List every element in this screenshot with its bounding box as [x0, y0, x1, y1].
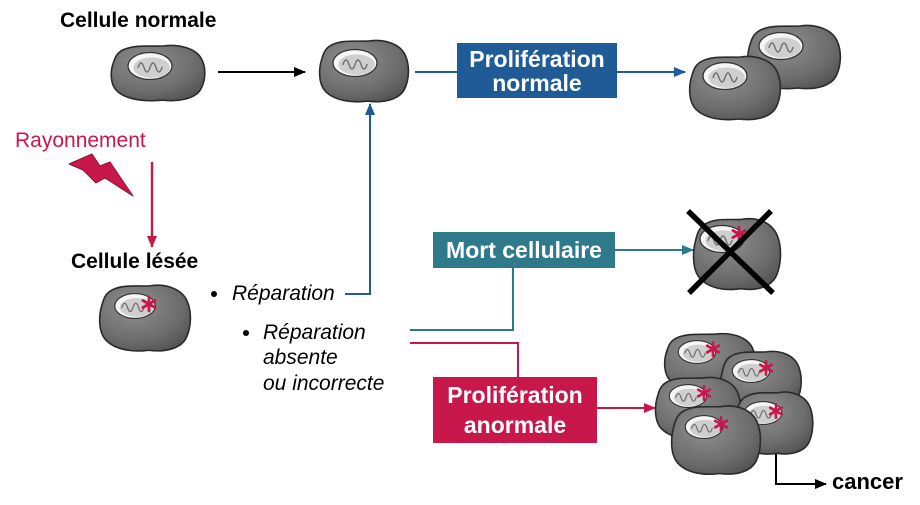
outcome-no-repair-line-3: ou incorrecte	[263, 371, 385, 395]
cross-stroke	[687, 209, 773, 295]
cell-nucleus	[731, 358, 771, 384]
line-to-cell-death	[410, 268, 514, 331]
label-radiation: Rayonnement	[15, 129, 146, 152]
abnormal-cell-cluster	[654, 332, 814, 476]
outcome-no-repair: Réparation absente ou incorrecte	[263, 320, 384, 397]
box-abnormal-proliferation: Prolifération anormale	[433, 377, 597, 443]
label-normal-cell: Cellule normale	[60, 9, 217, 32]
dead-cell	[686, 209, 782, 295]
box-normal-proliferation-line-1: Prolifération	[469, 45, 605, 72]
lightning-icon	[68, 153, 134, 197]
normal-cell	[110, 44, 206, 102]
normal-cell-2	[318, 39, 410, 103]
box-normal-proliferation: Prolifération normale	[457, 43, 617, 98]
outcome-repair: Réparation	[232, 282, 335, 305]
line-to-abnormal-proliferation	[410, 342, 519, 377]
box-abnormal-proliferation-line-1: Prolifération	[447, 382, 583, 408]
arrow-repair	[345, 103, 375, 295]
arrow-cancer	[775, 445, 827, 489]
outcome-no-repair-line-2: absente	[263, 346, 338, 369]
daughter-cell-front	[688, 55, 782, 121]
outcome-no-repair-line-1: Réparation	[263, 320, 366, 344]
bullet-repair	[211, 290, 217, 297]
cell-body	[670, 405, 762, 476]
damaged-cell	[98, 284, 192, 352]
label-cancer: cancer	[832, 469, 903, 494]
box-cell-death-label: Mort cellulaire	[446, 237, 602, 263]
abnormal-cell	[670, 405, 762, 476]
box-cell-death: Mort cellulaire	[433, 232, 615, 268]
cross-icon	[686, 209, 775, 295]
box-abnormal-proliferation-line-2: anormale	[463, 412, 567, 438]
box-normal-proliferation-line-2: normale	[492, 69, 582, 96]
label-damaged-cell: Cellule lésée	[71, 250, 199, 273]
bullet-no-repair	[243, 329, 249, 336]
